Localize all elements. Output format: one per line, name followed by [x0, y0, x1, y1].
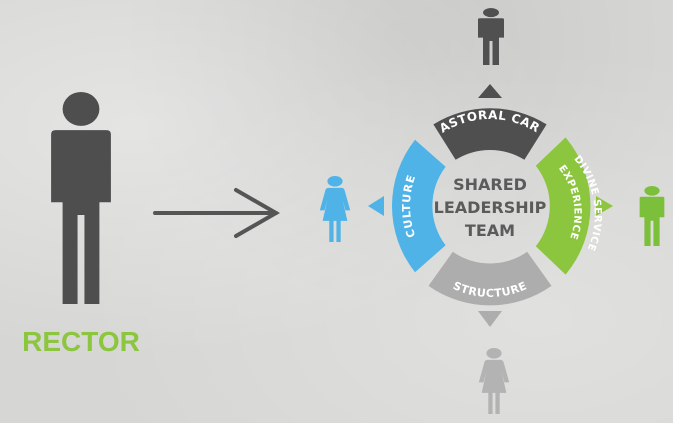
rector-figure: RECTOR	[22, 92, 140, 357]
pointer-top	[478, 84, 502, 98]
person-culture	[319, 176, 351, 242]
segment-pastoral-care	[433, 108, 547, 160]
label-culture: CULTURE	[400, 173, 418, 240]
person-divine-service	[639, 186, 665, 246]
person-pastoral-care	[478, 8, 504, 65]
female-person-icon	[478, 348, 510, 414]
rector-label: RECTOR	[22, 326, 140, 357]
center-line-2: LEADERSHIP	[434, 198, 547, 217]
segment-culture	[391, 139, 446, 273]
pointer-bottom	[478, 311, 502, 327]
center-line-3: TEAM	[465, 221, 515, 240]
center-line-1: SHARED	[453, 175, 527, 194]
center-title: SHARED LEADERSHIP TEAM	[434, 175, 547, 240]
leadership-ring	[368, 84, 613, 327]
pointer-left	[368, 196, 384, 216]
segment-divine-service	[535, 137, 591, 275]
right-arrow-icon	[153, 188, 281, 238]
female-person-icon	[319, 176, 351, 242]
male-person-icon	[478, 8, 504, 65]
person-structure	[478, 348, 510, 414]
segment-structure	[428, 251, 552, 306]
male-person-icon	[639, 186, 665, 246]
pointer-right	[596, 196, 613, 216]
male-person-icon	[51, 92, 111, 304]
